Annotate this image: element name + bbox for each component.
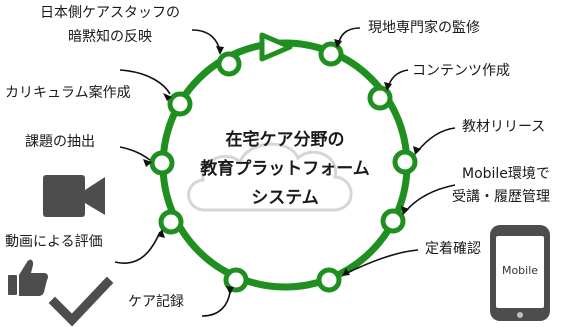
label-mobile-line1: Mobile環境で [462, 166, 550, 182]
label-reflect-line2: 暗黙知の反映 [68, 29, 152, 45]
node-retention [316, 267, 342, 293]
checkmark-icon [48, 276, 114, 327]
cycle-nodes [149, 41, 418, 293]
cloud-icon [187, 142, 353, 212]
arrow-heads [143, 39, 421, 295]
node-extract [149, 150, 175, 176]
smartphone-icon [490, 225, 550, 321]
label-expert: 現地専門家の監修 [368, 20, 480, 36]
label-retention: 定着確認 [425, 241, 481, 257]
node-materials [392, 149, 418, 175]
node-care-record [223, 267, 249, 293]
center-title-line2: 教育プラットフォーム [199, 158, 370, 179]
label-mobile-line2: 受講・履歴管理 [452, 189, 550, 205]
node-mobile [380, 208, 406, 234]
center-title-line3: システム [251, 188, 319, 208]
label-care-record: ケア記録 [128, 294, 184, 310]
label-content: コンテンツ作成 [412, 63, 510, 79]
label-extract: 課題の抽出 [25, 134, 95, 150]
node-reflect [216, 51, 242, 77]
node-curriculum [167, 91, 193, 117]
pointer-arrows [114, 27, 456, 317]
center-title-line1: 在宅ケア分野の [226, 129, 345, 150]
label-materials: 教材リリース [462, 119, 546, 135]
label-video-eval: 動画による評価 [5, 234, 103, 250]
node-video-eval [158, 209, 184, 235]
node-content [367, 85, 393, 111]
video-camera-icon [43, 175, 105, 217]
label-curriculum: カリキュラム案作成 [5, 85, 131, 101]
label-reflect-line1: 日本側ケアスタッフの [40, 5, 180, 21]
thumbs-up-icon [8, 259, 48, 296]
cycle-direction-marker [259, 32, 293, 62]
node-expert [318, 41, 344, 67]
phone-screen-label: Mobile [502, 264, 538, 277]
